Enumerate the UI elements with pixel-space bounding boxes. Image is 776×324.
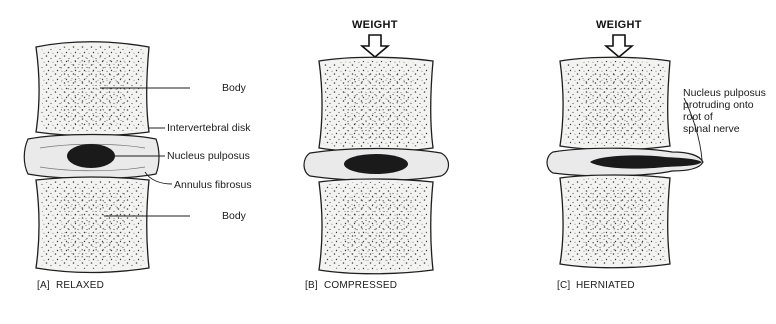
intervertebral-disk (304, 149, 449, 181)
label-intervertebral-disk: Intervertebral disk (167, 122, 251, 134)
label-nucleus-pulposus: Nucleus pulposus (167, 150, 250, 162)
label-herniation-line3: root of (683, 111, 713, 123)
caption-herniated: HERNIATED (576, 280, 635, 291)
lower-vertebral-body (560, 175, 670, 268)
caption-letter-b: [B] (305, 280, 318, 291)
caption-letter-c: [C] (557, 280, 570, 291)
panel-compressed: WEIGHT [B] COMPRESSED (304, 19, 449, 291)
label-herniation-line2: protruding onto (683, 99, 754, 111)
panel-relaxed: Body Intervertebral disk Nucleus pulposu… (24, 42, 251, 291)
label-herniation-line1: Nucleus pulposus (683, 87, 766, 99)
intervertebral-disk (547, 148, 703, 176)
intervertebral-disk (24, 135, 159, 179)
lower-vertebral-body (319, 179, 433, 274)
weight-label-b: WEIGHT (352, 19, 398, 31)
caption-compressed: COMPRESSED (324, 280, 397, 291)
upper-vertebral-body (319, 57, 433, 152)
label-herniation-line4: spinal nerve (683, 123, 740, 135)
lower-vertebral-body (36, 177, 149, 273)
nucleus-pulposus (67, 144, 115, 168)
label-annulus-fibrosus: Annulus fibrosus (174, 179, 252, 191)
upper-vertebral-body (560, 57, 670, 150)
weight-arrow-icon (606, 35, 632, 57)
label-body-lower: Body (222, 210, 247, 222)
weight-label-c: WEIGHT (596, 19, 642, 31)
caption-letter-a: [A] (37, 280, 50, 291)
upper-vertebral-body (36, 42, 149, 136)
panel-herniated: WEIGHT Nucleus pulposus protruding onto … (547, 19, 766, 291)
label-body-upper: Body (222, 82, 247, 94)
weight-arrow-icon (362, 35, 388, 57)
nucleus-pulposus (344, 154, 408, 174)
caption-relaxed: RELAXED (56, 280, 104, 291)
